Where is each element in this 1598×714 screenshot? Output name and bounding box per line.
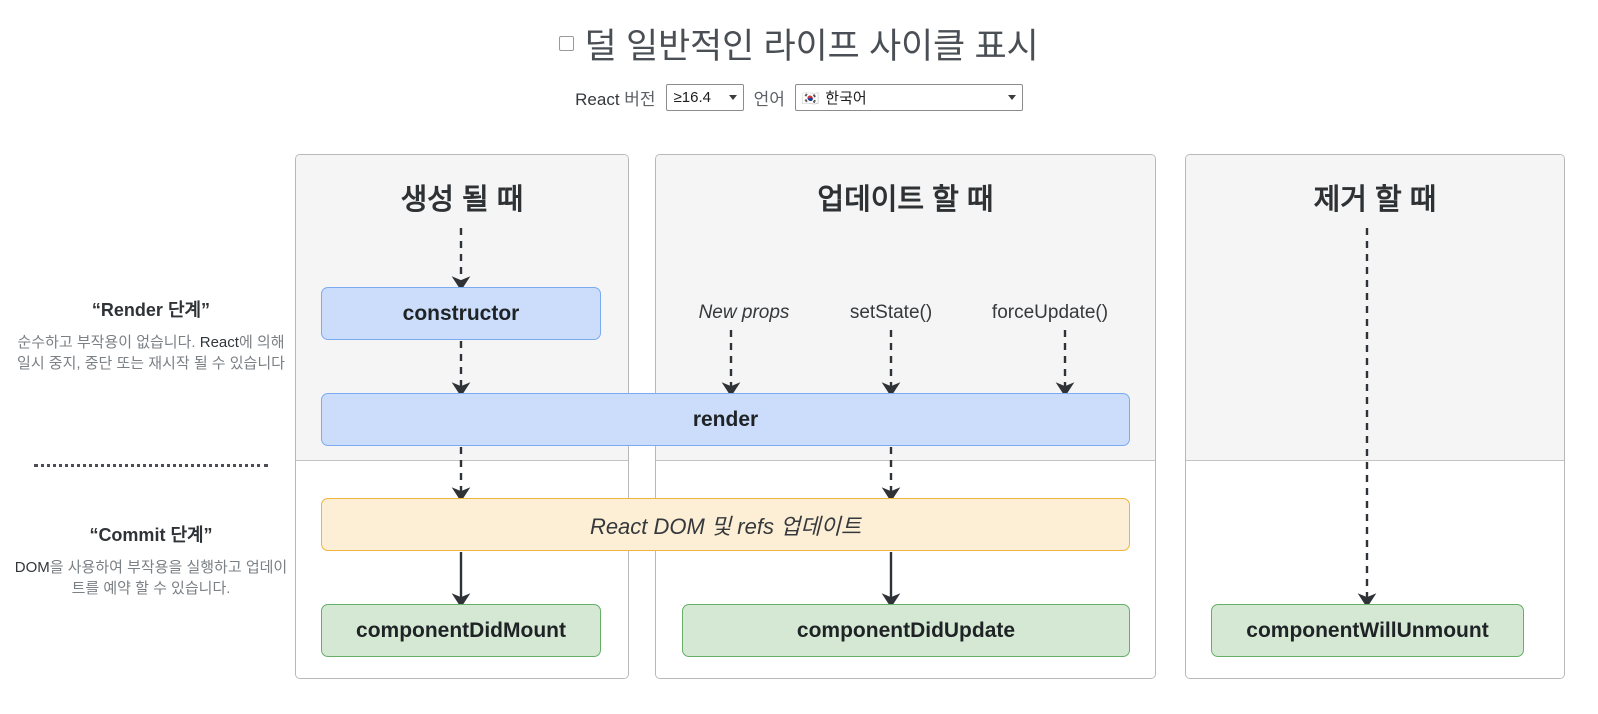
- page-title-row: 덜 일반적인 라이프 사이클 표시: [0, 18, 1598, 69]
- render-phase-desc-emphasis: React: [199, 334, 239, 351]
- language-select[interactable]: 🇰🇷 한국어: [794, 84, 1023, 111]
- render-phase-desc-part1: 순수하고 부작용이 없습니다.: [17, 334, 200, 351]
- commit-phase-desc-part2: 을 사용하여 부작용을 실행하고 업데이트를 예약 할 수 있습니다.: [49, 559, 288, 598]
- trigger-label-force-update: forceUpdate(): [991, 302, 1109, 323]
- page-title: 덜 일반적인 라이프 사이클 표시: [584, 27, 1039, 66]
- render-phase-sidenote: “Render 단계” 순수하고 부작용이 없습니다. React에 의해 일시…: [12, 296, 290, 375]
- react-version-label-suffix: 버전: [624, 90, 656, 109]
- lifecycle-box-render[interactable]: render: [321, 393, 1130, 446]
- commit-phase-description: DOM을 사용하여 부작용을 실행하고 업데이트를 예약 할 수 있습니다.: [12, 557, 290, 600]
- korea-flag-icon: 🇰🇷: [801, 89, 820, 106]
- phase-divider: [34, 464, 268, 467]
- react-version-value: ≥16.4: [673, 89, 712, 106]
- react-version-label-prefix: React: [575, 90, 620, 109]
- react-version-label: React 버전: [575, 85, 655, 110]
- lifecycle-box-constructor[interactable]: constructor: [321, 287, 601, 340]
- column-unmounting-title: 제거 할 때: [1313, 184, 1437, 216]
- show-less-common-lifecycles-checkbox[interactable]: [559, 36, 575, 51]
- language-value: 한국어: [825, 90, 867, 107]
- chevron-down-icon: [728, 95, 737, 100]
- lifecycle-box-component-did-mount[interactable]: componentDidMount: [321, 604, 601, 657]
- controls-row: React 버전 ≥16.4 언어 🇰🇷 한국어: [0, 84, 1598, 111]
- trigger-label-set-state: setState(): [849, 302, 933, 323]
- language-value-group: 🇰🇷 한국어: [802, 87, 867, 108]
- language-label: 언어: [753, 90, 785, 109]
- react-version-select[interactable]: ≥16.4: [665, 84, 744, 111]
- column-mounting-title: 생성 될 때: [400, 184, 524, 216]
- column-unmounting: 제거 할 때: [1185, 154, 1565, 679]
- render-phase-title: “Render 단계”: [91, 300, 211, 320]
- commit-phase-sidenote: “Commit 단계” DOM을 사용하여 부작용을 실행하고 업데이트를 예약…: [12, 521, 290, 600]
- column-unmounting-render-area: 제거 할 때: [1186, 155, 1564, 461]
- commit-phase-title: “Commit 단계”: [89, 525, 213, 545]
- commit-phase-desc-emphasis: DOM: [14, 559, 50, 576]
- render-phase-description: 순수하고 부작용이 없습니다. React에 의해 일시 중지, 중단 또는 재…: [12, 332, 290, 375]
- lifecycle-box-react-dom-refs-update: React DOM 및 refs 업데이트: [321, 498, 1130, 551]
- lifecycle-box-component-did-update[interactable]: componentDidUpdate: [682, 604, 1130, 657]
- lifecycle-box-component-will-unmount[interactable]: componentWillUnmount: [1211, 604, 1524, 657]
- column-updating-title: 업데이트 할 때: [817, 184, 994, 216]
- trigger-label-new-props: New props: [698, 302, 790, 323]
- render-phase-desc-part2: 에 의해 일시 중지, 중단 또는 재시작 될 수 있습니다: [17, 334, 285, 373]
- chevron-down-icon: [1007, 95, 1016, 100]
